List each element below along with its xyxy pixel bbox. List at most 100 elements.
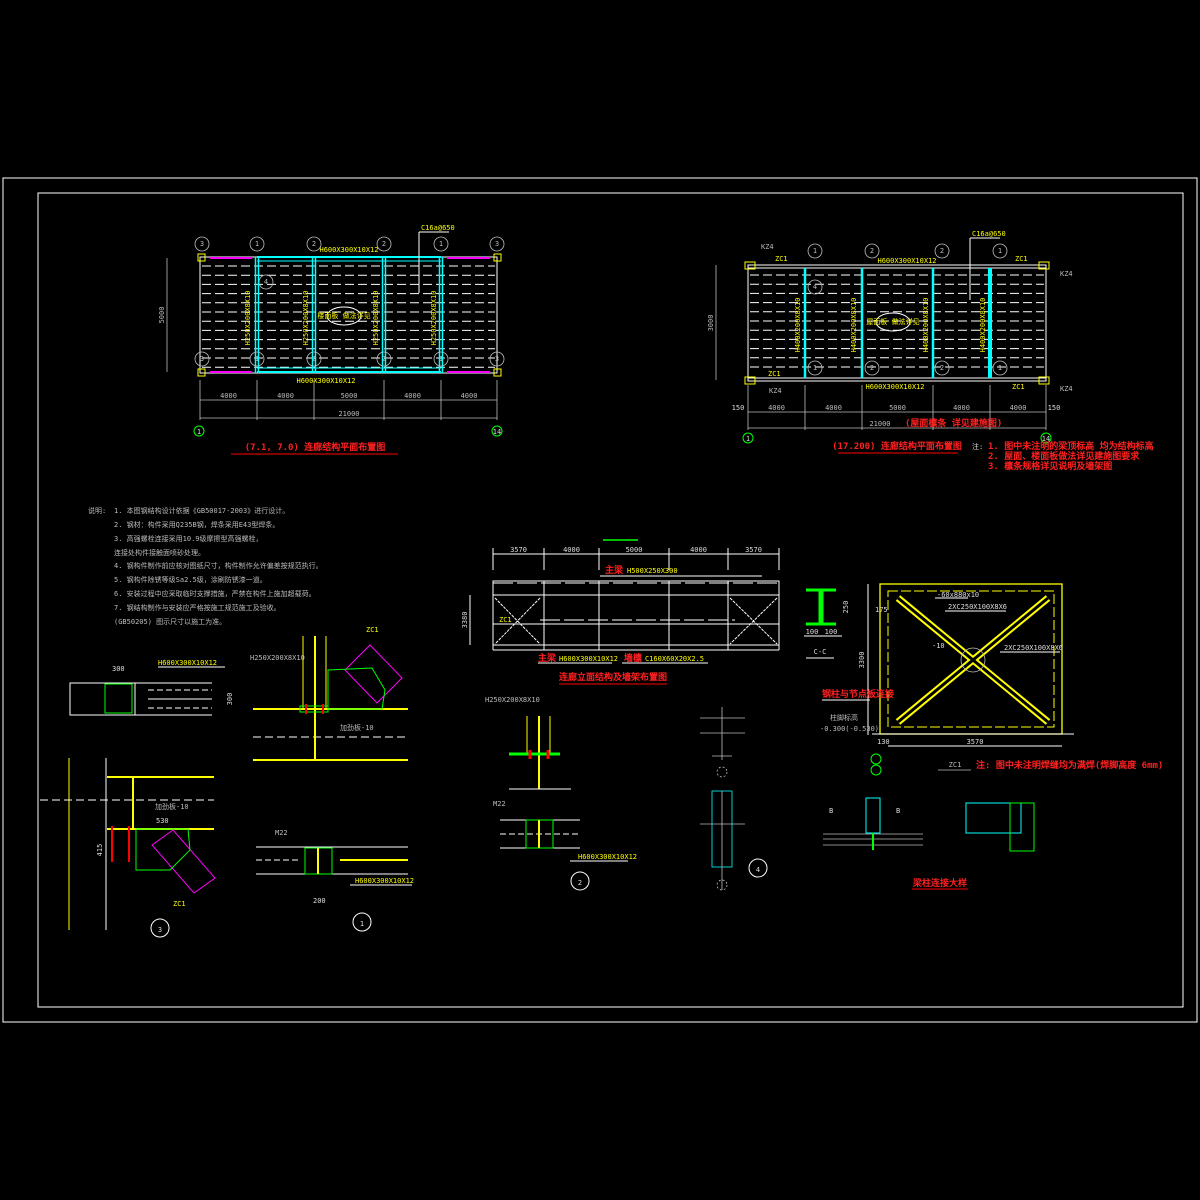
span-dim: 5000 [341,392,358,400]
axis-bubble [934,243,950,259]
stiffener-label: 加劲板-10 [155,802,189,811]
axis-label: 2 [870,247,874,255]
bolt-label: M22 [275,829,288,837]
right-roof-plan: KZ4 KZ4 KZ4 KZ4 ZC1 ZC1 ZC1 ZC1 屋面板 做法详见… [707,230,1154,472]
note-item: 6. 安装过程中应采取临时支撑措施，严禁在构件上施加超载荷。 [114,589,316,598]
axis-bubble [992,360,1008,376]
center-note-ellipse [875,312,911,332]
brace-label: ZC1 [173,900,186,908]
zc-label: ZC1 [775,255,788,263]
note: 1. 图中未注明的梁顶标高 均为结构标高 [988,440,1154,452]
axis-label: 3 [495,240,499,248]
bottom-beam-label: H600X300X10X12 [296,377,355,385]
elevation-title: 连廊立面结构及墙架布置图 [559,671,667,683]
axis-label: 14 [493,428,501,436]
axis-bubble [194,236,210,252]
member-label: 2XC250X100X8X6 [1004,644,1063,652]
top-label-red: 主梁 [605,564,624,576]
axis-label: 1 [998,247,1002,255]
detail-number: 4 [756,866,760,874]
axis-bubble [870,764,882,776]
x-brace [494,597,778,645]
cross-beam-label: H400X200X8X10 [922,298,930,353]
edge-dim: 150 [1048,404,1061,412]
cross-beam-label: H250X200X8X10 [372,291,380,346]
top-beam-label: H600X300X10X12 [319,246,378,254]
top-beam-label: H500X250X300 [627,567,678,575]
cross-beam-label: H250X200X8X10 [302,291,310,346]
dim-175: 175 [875,606,888,614]
plate2-label: -10 [932,642,945,650]
bottom-label-red: 主梁 [538,652,557,664]
kz4-column [744,376,756,385]
axis-label: 14 [1042,435,1050,443]
detail-marker [570,871,590,891]
gusset-plate [135,828,191,871]
axis-bubble [864,360,880,376]
axis-label: 1 [439,355,443,363]
dim-130: 130 [877,738,890,746]
axis-bubble [742,432,754,444]
zc-label: ZC1 [768,370,781,378]
axis-bubble [376,236,392,252]
cross-beam-label: H400X200X8X10 [794,298,802,353]
width-dim: 3000 [707,315,715,332]
axis-label: 1 [439,240,443,248]
axis-bubble [433,351,449,367]
axis-label: 4 [813,283,817,291]
top-beam-label: H600X300X10X12 [877,257,936,265]
axis-label: 2 [870,364,874,372]
axis-label: 1 [255,355,259,363]
axis-bubble [864,243,880,259]
axis-bubble [716,766,728,778]
stiffener-label: 加劲板-10 [340,723,374,732]
section-dim: 100 [825,628,838,636]
detail-marker [150,918,170,938]
zc-label: ZC1 [1012,383,1025,391]
detail-marker [748,858,768,878]
gray-note: 柱脚标高 [830,713,858,722]
beam-label: H600X300X10X12 [158,659,217,667]
axis-bubble [193,425,205,437]
span-dim: 4000 [1010,404,1027,412]
plan-title: (17.200) 连廊结构平面布置图 [832,440,962,452]
column-plate [69,682,136,716]
column-section [1009,802,1035,852]
dim-label: 415 [96,844,104,857]
axis-bubble [194,351,210,367]
bottom-beam-label: H600X300X10X12 [559,655,618,663]
span-dim: 4000 [461,392,478,400]
axis-bubble [376,351,392,367]
total-dim: 21000 [869,420,890,428]
axis-bubble [992,243,1008,259]
purlin-lines [202,265,495,368]
note-item: 3. 高强螺栓连接采用10.9级摩擦型高强螺栓， [114,534,263,543]
total-dim-note: (屋面檩条 详见建施图) [905,417,1002,429]
span-dim: 4000 [404,392,421,400]
cross-beam-label: H250X200X8X10 [244,291,252,346]
detail-number: 3 [158,926,162,934]
kz-label: KZ4 [769,387,782,395]
brace-member [151,829,216,894]
center-note: 屋面板 做法详见 [866,317,919,326]
section-mark: B [896,807,900,815]
center-note-ellipse [326,306,362,326]
axis-label: 1 [255,240,259,248]
axis-label: 2 [940,364,944,372]
kz4-column [744,261,756,270]
beam-column-connection: B B 梁柱连接大样 [823,797,1035,890]
zc1-brace-detail: 3300 3570 175 130 -60x880x10 2XC250X100X… [804,583,1163,776]
axis-bubble [306,236,322,252]
axis-bubble [1040,432,1052,444]
axis-bubble [433,236,449,252]
elevation-dim: 3570 [745,546,762,554]
zc-label: ZC1 [1015,255,1028,263]
kz-label: KZ4 [1060,270,1073,278]
width-dim: 5000 [158,307,166,324]
section-dim: 100 [806,628,819,636]
plan-outline [747,264,1047,382]
axis-bubble [870,753,882,765]
note-item: 连接处构件接触面喷砂处理。 [114,548,205,557]
